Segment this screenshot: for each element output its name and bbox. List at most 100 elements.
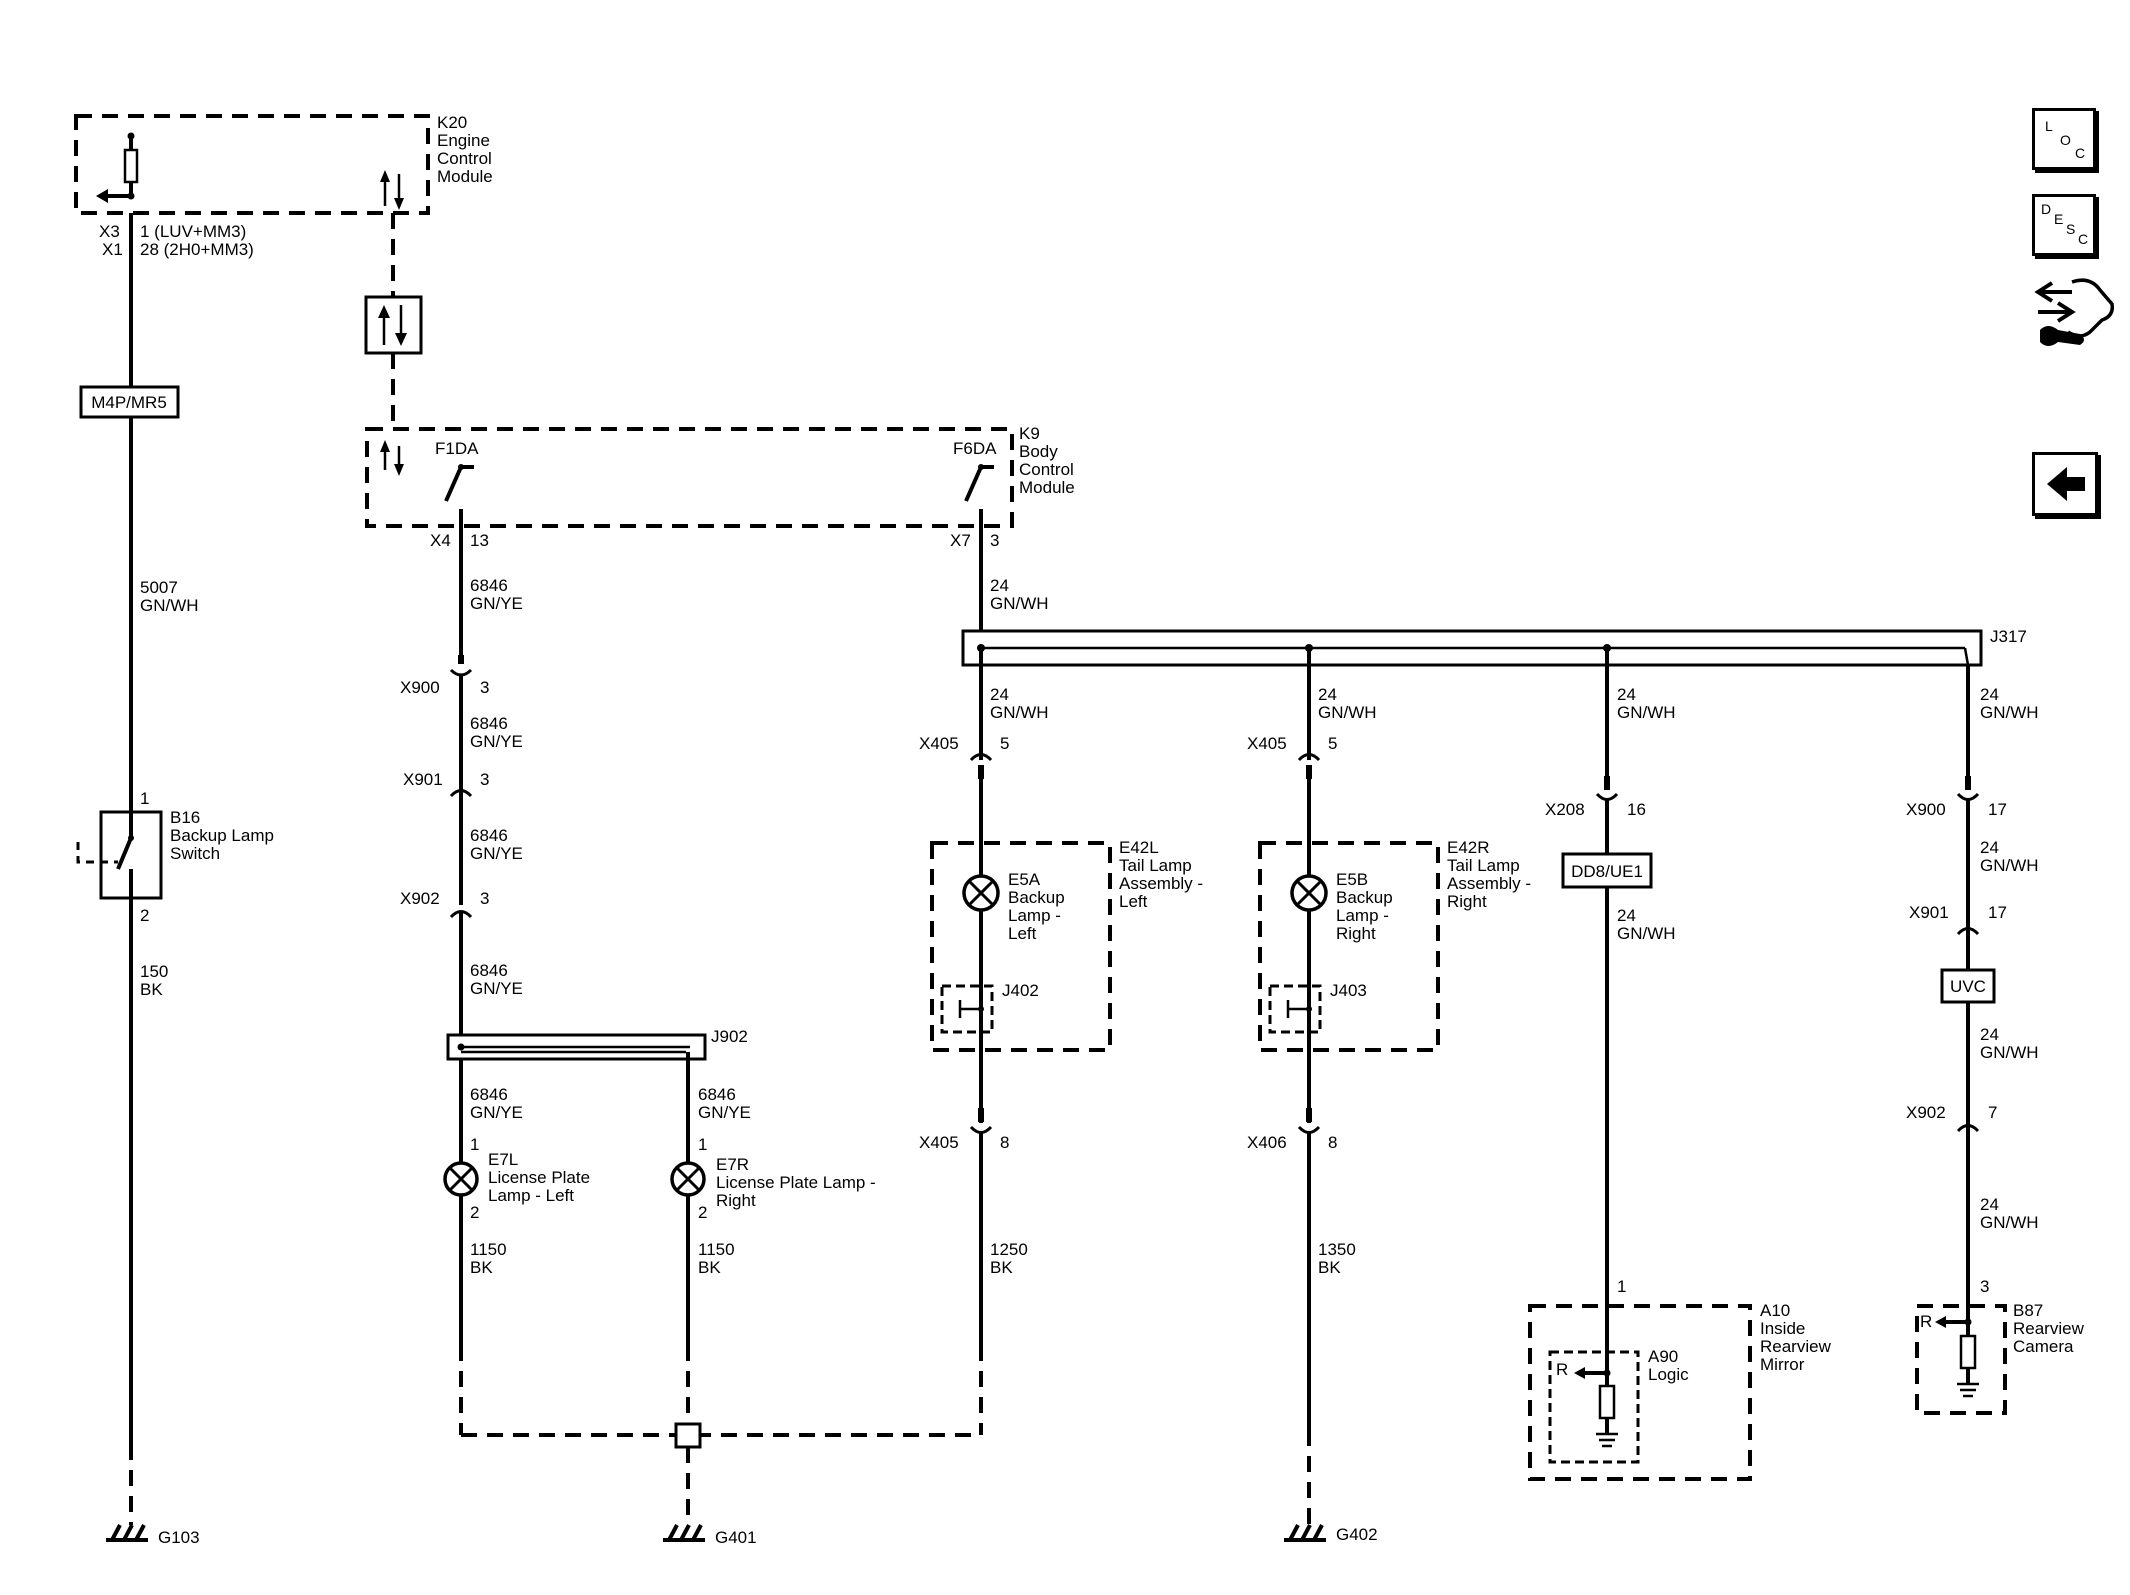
x405-label-upper: X405 bbox=[919, 734, 959, 753]
dd8-option-label: DD8/UE1 bbox=[1571, 862, 1643, 881]
e5a-id: E5A bbox=[1008, 870, 1041, 889]
k9-output-f1da: F1DA bbox=[435, 439, 479, 458]
a10-module-box bbox=[1528, 1304, 1752, 1481]
e5a-label-2: Lamp - bbox=[1008, 906, 1061, 925]
location-button[interactable]: L O C bbox=[2032, 108, 2096, 170]
x900-pin-17: 17 bbox=[1988, 800, 2007, 819]
a90-label-1: Logic bbox=[1648, 1365, 1689, 1384]
b87-label-1: Rearview bbox=[2013, 1319, 2085, 1338]
desc-letter-d: D bbox=[2041, 201, 2052, 217]
e5a-label-1: Backup bbox=[1008, 888, 1065, 907]
e42l-id: E42L bbox=[1119, 838, 1159, 857]
k9-f1da-switch bbox=[444, 464, 474, 526]
k9-label-3: Module bbox=[1019, 478, 1075, 497]
b87-pullup-resistor bbox=[1935, 1316, 1979, 1398]
k20-label-2: Control bbox=[437, 149, 492, 168]
e42r-label-1: Tail Lamp bbox=[1447, 856, 1520, 875]
component-view-icon[interactable] bbox=[2034, 278, 2115, 346]
uvc-option-label: UVC bbox=[1950, 977, 1986, 996]
wire-6846-circuit-e7r: 6846 bbox=[698, 1085, 736, 1104]
k20-output-driver bbox=[96, 132, 139, 203]
x902-label-left: X902 bbox=[400, 889, 440, 908]
b16-label-2: Switch bbox=[170, 844, 220, 863]
back-arrow-icon bbox=[2047, 467, 2085, 501]
x902-label-right: X902 bbox=[1906, 1103, 1946, 1122]
k9-f6da-switch bbox=[964, 464, 994, 526]
b87-r-label: R bbox=[1920, 1312, 1932, 1331]
b87-module-box bbox=[1915, 1304, 2007, 1415]
description-button[interactable]: D E S C bbox=[2032, 194, 2096, 256]
b16-id: B16 bbox=[170, 808, 200, 827]
e7l-pin-1: 1 bbox=[470, 1135, 479, 1154]
wire-150-color: BK bbox=[140, 980, 163, 999]
e7r-pin-2: 2 bbox=[698, 1203, 707, 1222]
x405-pin-5-right: 5 bbox=[1328, 734, 1337, 753]
wire-24-circuit-b1: 24 bbox=[990, 685, 1009, 704]
e42r-assembly-box bbox=[1258, 841, 1440, 1052]
wire-1150-color-right: BK bbox=[698, 1258, 721, 1277]
e7r-label-1: License Plate Lamp - bbox=[716, 1173, 876, 1192]
connector-x900-right bbox=[1956, 792, 1980, 801]
wire-24-circuit-b4d: 24 bbox=[1980, 1195, 1999, 1214]
e5a-lamp-icon bbox=[962, 874, 1000, 912]
k9-serial-data-arrows bbox=[380, 440, 404, 476]
wire-24-color-main: GN/WH bbox=[990, 594, 1049, 613]
k9-pin-13: 13 bbox=[470, 531, 489, 550]
e42r-id: E42R bbox=[1447, 838, 1490, 857]
wire-6846-circuit-2: 6846 bbox=[470, 714, 508, 733]
connector-x900-left bbox=[449, 668, 473, 677]
wire-1350-color: BK bbox=[1318, 1258, 1341, 1277]
x902-pin-7: 7 bbox=[1988, 1103, 1997, 1122]
wire-1150-circuit-right: 1150 bbox=[698, 1240, 735, 1259]
wire-1150-circuit-left: 1150 bbox=[470, 1240, 507, 1259]
wire-24-color-b3: GN/WH bbox=[1617, 703, 1676, 722]
e7l-lamp-icon bbox=[443, 1161, 479, 1197]
wire-24-color-b2: GN/WH bbox=[1318, 703, 1377, 722]
wire-5007-color: GN/WH bbox=[140, 596, 199, 615]
e42l-label-1: Tail Lamp bbox=[1119, 856, 1192, 875]
k20-serial-data-arrows bbox=[380, 170, 404, 210]
m4p-option-label: M4P/MR5 bbox=[91, 393, 167, 412]
k20-connector-x1: X1 bbox=[102, 240, 123, 259]
wire-1250-color: BK bbox=[990, 1258, 1013, 1277]
j402-jumper bbox=[940, 984, 994, 1034]
a90-logic-box bbox=[1548, 1350, 1640, 1464]
wire-24-color-b4d: GN/WH bbox=[1980, 1213, 2039, 1232]
wire-24-circuit-b4: 24 bbox=[1980, 685, 1999, 704]
wire-24-circuit-b4b: 24 bbox=[1980, 838, 1999, 857]
x208-pin-16: 16 bbox=[1627, 800, 1646, 819]
b87-pin-3: 3 bbox=[1980, 1277, 1989, 1296]
k9-module-box bbox=[365, 427, 1014, 528]
k9-id: K9 bbox=[1019, 424, 1040, 443]
j403-label: J403 bbox=[1330, 981, 1367, 1000]
k9-label-1: Body bbox=[1019, 442, 1058, 461]
x405-pin-8: 8 bbox=[1000, 1133, 1009, 1152]
b16-backup-lamp-switch bbox=[76, 810, 163, 900]
b16-pin-2: 2 bbox=[140, 906, 149, 925]
wire-1150-color-left: BK bbox=[470, 1258, 493, 1277]
wire-24-color-b4c: GN/WH bbox=[1980, 1043, 2039, 1062]
e5b-label-3: Right bbox=[1336, 924, 1376, 943]
e42l-assembly-box bbox=[930, 841, 1112, 1052]
connector-x405-upper bbox=[969, 753, 993, 762]
e7r-pin-1: 1 bbox=[698, 1135, 707, 1154]
j902-label: J902 bbox=[711, 1027, 748, 1046]
a10-label-3: Mirror bbox=[1760, 1355, 1805, 1374]
wire-6846-color-e7l: GN/YE bbox=[470, 1103, 523, 1122]
x405-label-lower: X405 bbox=[919, 1133, 959, 1152]
k20-module-box bbox=[74, 114, 430, 215]
desc-letter-s: S bbox=[2066, 221, 2076, 237]
wire-24-color-b4: GN/WH bbox=[1980, 703, 2039, 722]
x901-label-right: X901 bbox=[1909, 903, 1949, 922]
a10-id: A10 bbox=[1760, 1301, 1790, 1320]
g401-label: G401 bbox=[715, 1528, 757, 1547]
g103-ground-icon bbox=[106, 1524, 148, 1542]
e7r-lamp-icon bbox=[670, 1161, 706, 1197]
wire-24-circuit-b4c: 24 bbox=[1980, 1025, 1999, 1044]
x901-pin-17: 17 bbox=[1988, 903, 2007, 922]
a10-label-2: Rearview bbox=[1760, 1337, 1832, 1356]
x901-label-left: X901 bbox=[403, 770, 443, 789]
e7r-id: E7R bbox=[716, 1155, 749, 1174]
b87-label-2: Camera bbox=[2013, 1337, 2074, 1356]
back-button[interactable] bbox=[2032, 452, 2098, 516]
